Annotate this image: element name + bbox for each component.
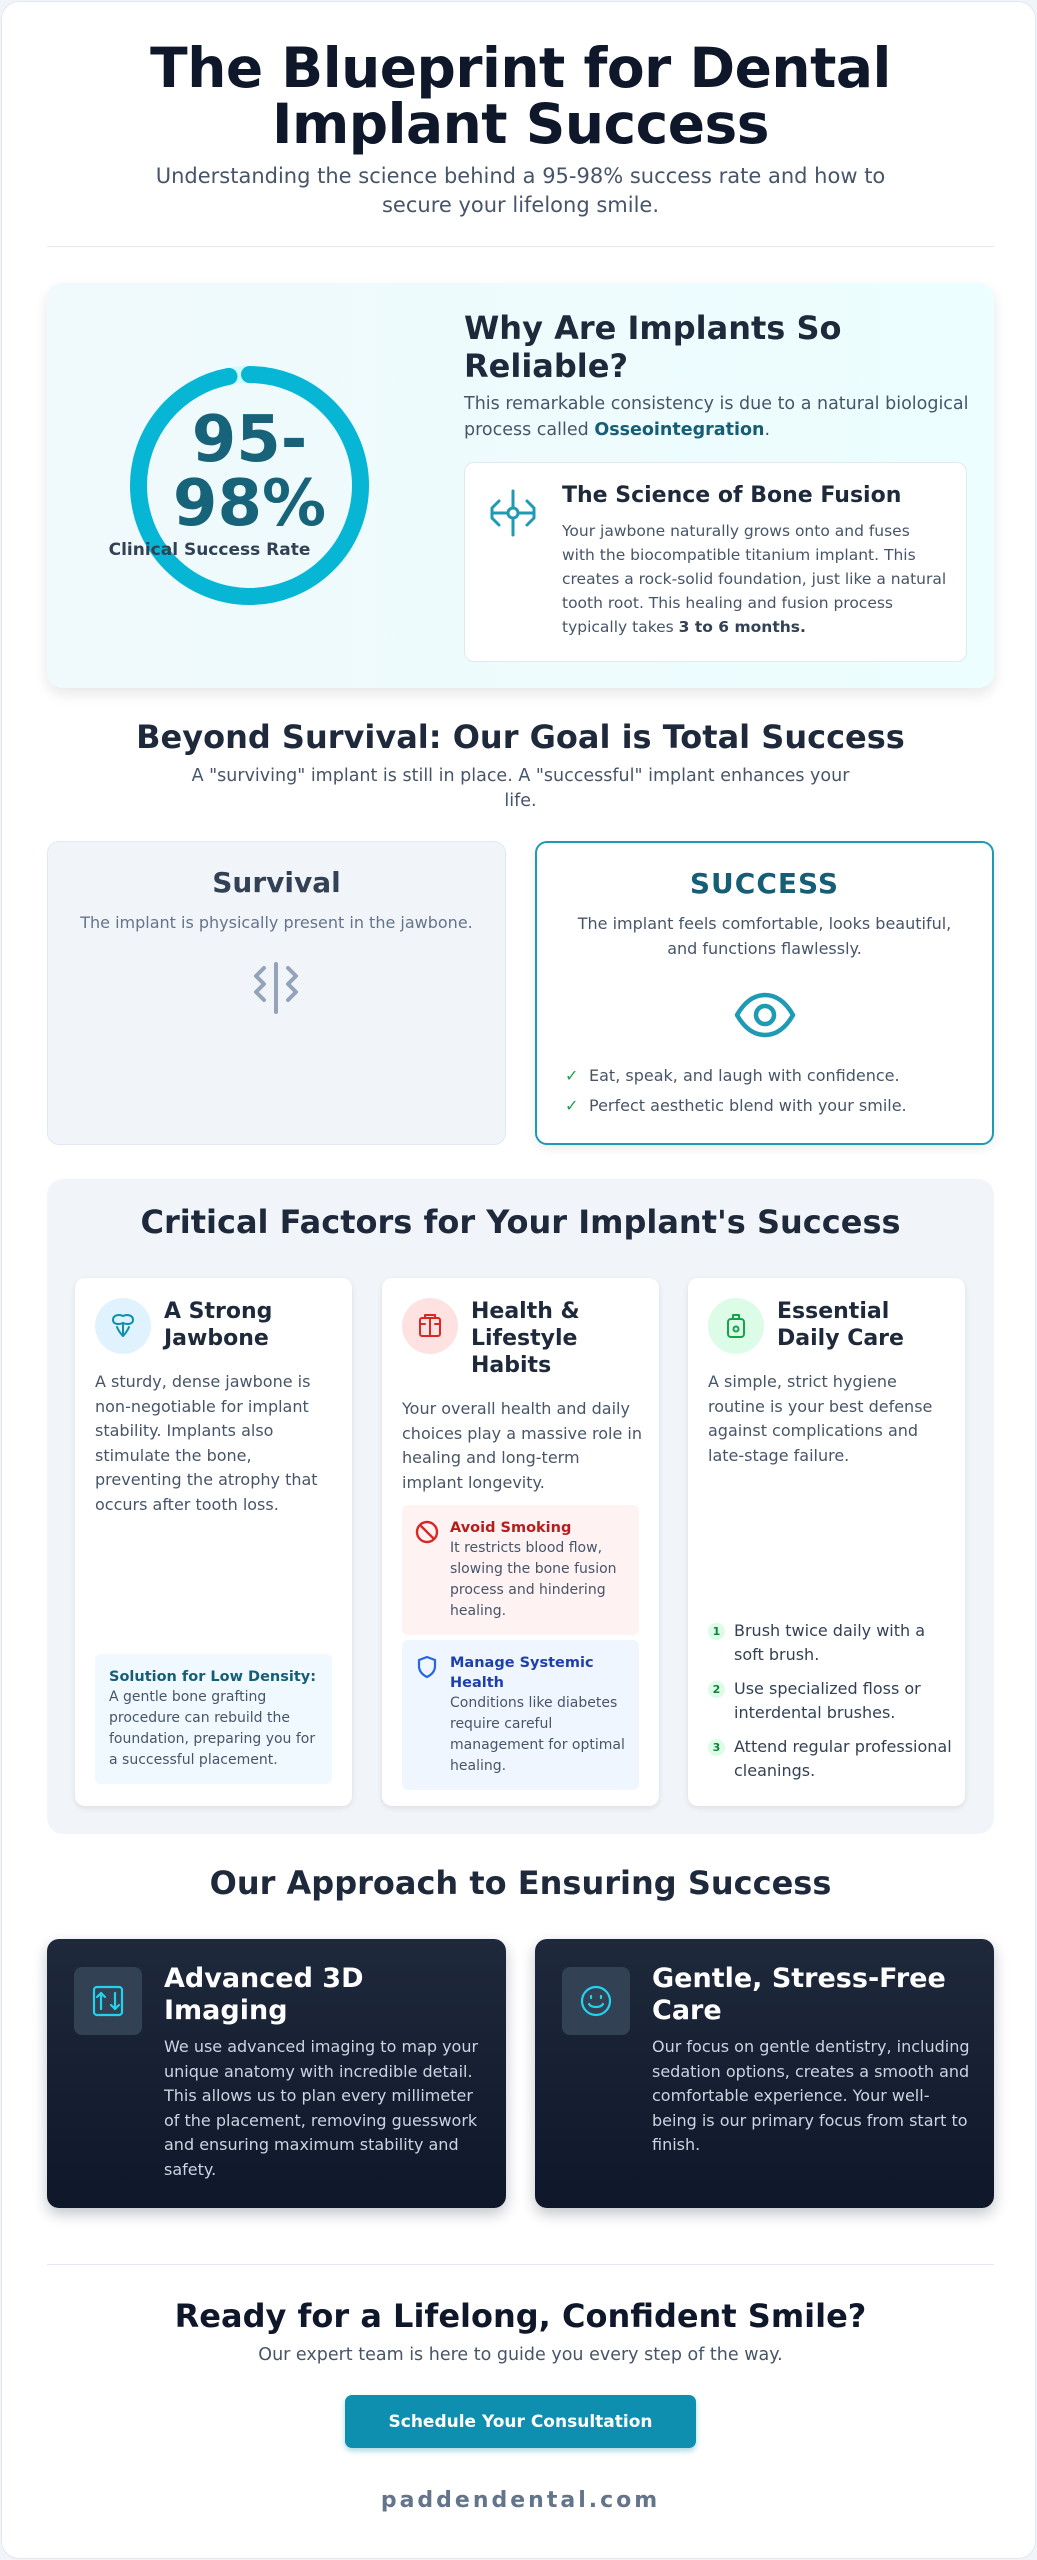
page-subtitle: Understanding the science behind a 95-98… bbox=[155, 164, 886, 217]
success-rate-part-2: 98% bbox=[172, 467, 327, 541]
step-number: 2 bbox=[708, 1681, 725, 1698]
jawbone-icon bbox=[112, 1314, 134, 1337]
avoid-smoking-note: Avoid Smoking It restricts blood flow, s… bbox=[402, 1505, 639, 1635]
osseointegration-term: Osseointegration bbox=[594, 420, 765, 440]
approach-card-title: Advanced 3D Imaging bbox=[164, 1963, 364, 2026]
bone-fusion-card: The Science of Bone Fusion Your jawbone … bbox=[464, 462, 967, 662]
reliability-panel: 95- 98% Clinical Success Rate Why Are Im… bbox=[47, 283, 994, 688]
approach-card-gentle-care: Gentle, Stress-Free Care Our focus on ge… bbox=[535, 1939, 994, 2208]
implant-icon bbox=[254, 962, 298, 1014]
gentle-care-icon-badge bbox=[562, 1967, 630, 2035]
imaging-icon-badge bbox=[74, 1967, 142, 2035]
factor-title: Essential Daily Care bbox=[777, 1299, 904, 1351]
no-smoking-icon bbox=[415, 1520, 439, 1544]
reliability-text-end: . bbox=[764, 420, 771, 440]
success-card: SUCCESS The implant feels comfortable, l… bbox=[535, 841, 994, 1145]
approach-card-imaging: Advanced 3D Imaging We use advanced imag… bbox=[47, 1939, 506, 2208]
step-text: Brush twice daily with a soft brush. bbox=[734, 1621, 926, 1664]
reliability-text-start: This remarkable consistency is due to a … bbox=[464, 394, 969, 440]
factor-card-lifestyle: Health & Lifestyle Habits Your overall h… bbox=[382, 1278, 659, 1806]
check-icon: ✓ bbox=[565, 1066, 579, 1085]
critical-factors-section: Critical Factors for Your Implant's Succ… bbox=[47, 1179, 994, 1834]
factor-text: Your overall health and daily choices pl… bbox=[402, 1399, 642, 1492]
bone-fusion-text: Your jawbone naturally grows onto and fu… bbox=[562, 519, 947, 639]
reliability-text: This remarkable consistency is due to a … bbox=[464, 391, 974, 443]
factor-card-daily-care: Essential Daily Care A simple, strict hy… bbox=[688, 1278, 965, 1806]
bone-fusion-body: Your jawbone naturally grows onto and fu… bbox=[562, 522, 947, 636]
success-description: The implant feels comfortable, looks bea… bbox=[577, 914, 952, 958]
list-item: 2 Use specialized floss or interdental br… bbox=[708, 1677, 953, 1725]
bone-fusion-title: The Science of Bone Fusion bbox=[562, 483, 902, 508]
brand-footer: paddendental.com bbox=[380, 2488, 661, 2513]
success-rate-ring: 95- 98% bbox=[127, 363, 372, 608]
list-item: ✓ Eat, speak, and laugh with confidence. bbox=[565, 1061, 907, 1091]
check-icon: ✓ bbox=[565, 1096, 579, 1115]
factor-text: A simple, strict hygiene routine is your… bbox=[708, 1372, 933, 1465]
critical-factors-title: Critical Factors for Your Implant's Succ… bbox=[140, 1203, 901, 1241]
factor-title: A Strong Jawbone bbox=[164, 1299, 273, 1351]
approach-card-text: We use advanced imaging to map your uniq… bbox=[164, 2037, 479, 2179]
list-item: 3 Attend regular professional cleanings. bbox=[708, 1735, 953, 1783]
factor-card-jawbone: A Strong Jawbone A sturdy, dense jawbone… bbox=[75, 1278, 352, 1806]
imaging-3d-icon bbox=[92, 1985, 124, 2017]
jawbone-icon-badge bbox=[95, 1298, 151, 1354]
cta-title: Ready for a Lifelong, Confident Smile? bbox=[174, 2297, 867, 2335]
lifestyle-icon-badge bbox=[402, 1298, 458, 1354]
beyond-survival-subtitle: A "surviving" implant is still in place.… bbox=[191, 766, 850, 811]
approach-title: Our Approach to Ensuring Success bbox=[209, 1864, 832, 1902]
step-number: 3 bbox=[708, 1739, 725, 1756]
daily-care-icon-badge bbox=[708, 1298, 764, 1354]
step-text: Attend regular professional cleanings. bbox=[734, 1737, 952, 1780]
note-text: Conditions like diabetes require careful… bbox=[450, 1695, 625, 1774]
approach-card-text: Our focus on gentle dentistry, including… bbox=[652, 2037, 970, 2154]
smile-icon bbox=[580, 1985, 612, 2017]
note-title: Avoid Smoking bbox=[450, 1520, 572, 1536]
note-text: A gentle bone grafting procedure can reb… bbox=[109, 1689, 316, 1768]
beyond-survival-title: Beyond Survival: Our Goal is Total Succe… bbox=[136, 718, 905, 756]
lifestyle-icon bbox=[419, 1314, 441, 1337]
schedule-consultation-button[interactable]: Schedule Your Consultation bbox=[345, 2395, 696, 2448]
survival-card: Survival The implant is physically prese… bbox=[47, 841, 506, 1145]
factor-text: A sturdy, dense jawbone is non-negotiabl… bbox=[95, 1372, 318, 1514]
factor-title: Health & Lifestyle Habits bbox=[471, 1299, 580, 1378]
divider bbox=[47, 2264, 994, 2265]
success-rate-value: 95- 98% bbox=[127, 408, 372, 536]
survival-description: The implant is physically present in the… bbox=[80, 913, 473, 932]
progress-ring bbox=[130, 366, 369, 605]
ring-fill bbox=[130, 366, 369, 605]
eye-icon bbox=[734, 992, 796, 1038]
cta-subtitle: Our expert team is here to guide you eve… bbox=[258, 2345, 783, 2365]
success-heading: SUCCESS bbox=[689, 867, 840, 900]
healing-duration: 3 to 6 months. bbox=[678, 618, 806, 636]
note-text: It restricts blood flow, slowing the bon… bbox=[450, 1540, 617, 1619]
success-rate-caption: Clinical Success Rate bbox=[108, 540, 311, 560]
benefit-text: Perfect aesthetic blend with your smile. bbox=[589, 1096, 907, 1115]
bone-fusion-icon bbox=[490, 489, 536, 537]
low-density-solution-note: Solution for Low Density: A gentle bone … bbox=[95, 1654, 332, 1784]
step-number: 1 bbox=[708, 1623, 725, 1640]
shield-icon bbox=[417, 1655, 437, 1679]
survival-heading: Survival bbox=[212, 866, 341, 899]
approach-card-title: Gentle, Stress-Free Care bbox=[652, 1963, 946, 2026]
reliability-title: Why Are Implants So Reliable? bbox=[464, 309, 842, 385]
divider bbox=[47, 246, 994, 247]
success-rate-part-1: 95- bbox=[191, 403, 308, 477]
toothbrush-icon bbox=[727, 1314, 745, 1338]
systemic-health-note: Manage Systemic Health Conditions like d… bbox=[402, 1640, 639, 1790]
page-title: The Blueprint for Dental Implant Success bbox=[150, 36, 891, 156]
list-item: ✓ Perfect aesthetic blend with your smile… bbox=[565, 1091, 907, 1121]
note-title: Solution for Low Density: bbox=[109, 1669, 317, 1685]
list-item: 1 Brush twice daily with a soft brush. bbox=[708, 1619, 953, 1667]
success-benefits-list: ✓Eat, speak, and laugh with confidence. … bbox=[565, 1061, 907, 1121]
step-text: Use specialized floss or interdental bru… bbox=[734, 1679, 921, 1722]
benefit-text: Eat, speak, and laugh with confidence. bbox=[589, 1066, 900, 1085]
note-title: Manage Systemic Health bbox=[450, 1655, 594, 1691]
